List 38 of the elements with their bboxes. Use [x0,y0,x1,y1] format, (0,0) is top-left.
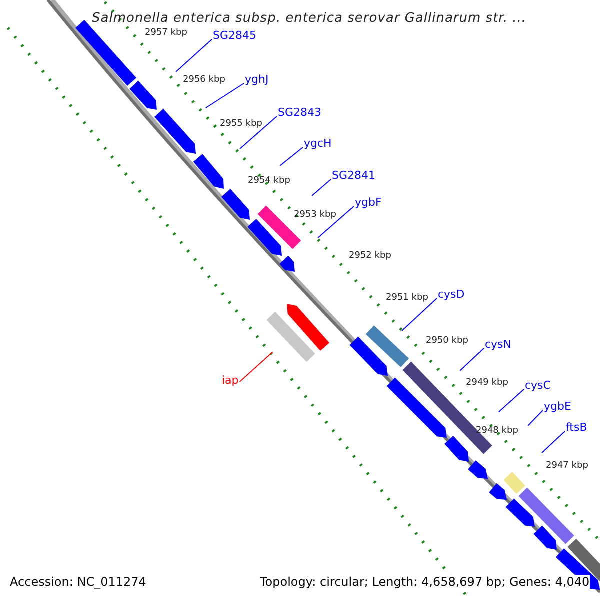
leader-line [460,348,484,372]
gene-label: SG2843 [278,107,322,118]
scale-label: 2950 kbp [426,337,468,346]
gene-label: cysC [525,380,551,391]
scale-label: 2947 kbp [546,462,588,471]
scale-label: 2953 kbp [294,211,336,220]
leader-line [239,352,274,382]
scale-label: 2948 kbp [476,427,518,436]
scale-label: 2955 kbp [220,120,262,129]
gene-label: ygbE [544,401,572,412]
leader-line [542,431,566,454]
gene-label: ftsB [566,422,588,433]
scale-label: 2951 kbp [386,294,428,303]
gene-label: cysD [438,289,465,300]
gene-label: iap [222,375,239,386]
leader-line [280,147,304,166]
gene-label: ygbF [355,197,382,208]
scale-label: 2956 kbp [183,76,226,85]
leader-line [176,39,212,72]
gene-label: SG2845 [213,30,257,41]
scale-label: 2952 kbp [349,252,392,261]
leader-line [528,410,544,426]
gene-label: yghJ [245,74,269,85]
leader-line [498,389,524,412]
genome-summary-text: Topology: circular; Length: 4,658,697 bp; Genes: 4,040 [260,575,590,589]
scale-label: 2954 kbp [248,177,290,186]
leader-line [402,298,438,332]
leader-line [206,83,244,108]
gene-label: ygcH [304,138,332,149]
leader-line [312,179,332,196]
leader-line [318,206,354,238]
accession-text: Accession: NC_011274 [10,575,146,589]
gene-label: SG2841 [332,170,376,181]
leader-line [240,116,278,150]
scale-label: 2949 kbp [466,379,508,388]
scale-label: 2957 kbp [145,29,188,38]
gene-label: cysN [485,339,512,350]
genome-title: Salmonella enterica subsp. enterica serovar Gallinarum str. ... [92,12,526,25]
